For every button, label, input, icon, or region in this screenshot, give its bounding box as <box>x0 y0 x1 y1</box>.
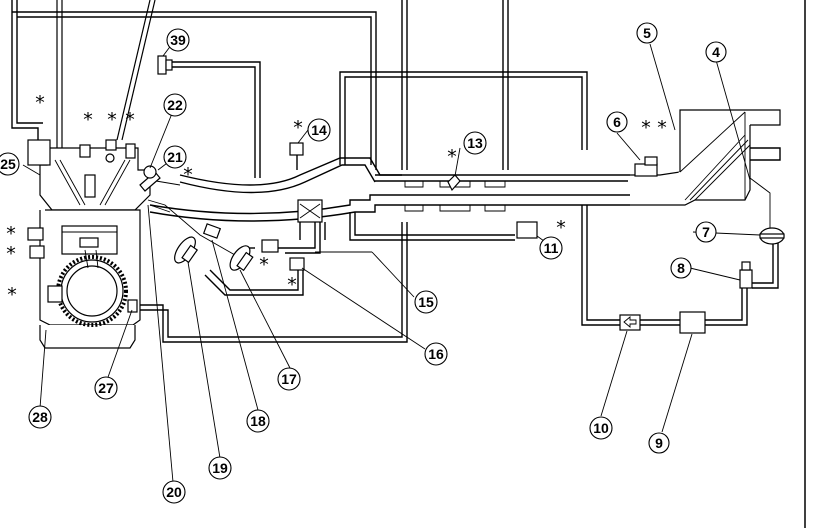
svg-text:5: 5 <box>643 25 651 41</box>
asterisk-mark: * <box>556 217 566 239</box>
callout-28: 28 <box>28 405 52 429</box>
svg-text:13: 13 <box>467 135 483 151</box>
asterisk-mark: * <box>641 117 651 139</box>
asterisk-mark: * <box>183 164 193 186</box>
svg-text:10: 10 <box>593 420 609 436</box>
svg-text:27: 27 <box>98 380 114 396</box>
asterisk-mark: * <box>259 254 269 276</box>
callout-7: 7 <box>695 221 717 243</box>
callout-21: 21 <box>163 145 187 169</box>
callout-39: 39 <box>166 28 190 52</box>
hose-lines <box>11 0 779 343</box>
asterisk-mark: * <box>657 117 667 139</box>
svg-text:9: 9 <box>655 435 663 451</box>
svg-text:39: 39 <box>170 32 186 48</box>
callout-19: 19 <box>208 456 232 480</box>
svg-text:6: 6 <box>613 114 621 130</box>
callout-20: 20 <box>162 480 186 504</box>
components <box>139 55 785 334</box>
callout-4: 4 <box>705 41 727 63</box>
engine-block <box>27 139 151 349</box>
svg-text:25: 25 <box>0 156 16 172</box>
svg-text:28: 28 <box>32 409 48 425</box>
asterisk-mark: * <box>447 146 457 168</box>
callout-16: 16 <box>424 342 448 366</box>
callout-22: 22 <box>163 93 187 117</box>
callout-17: 17 <box>277 367 301 391</box>
svg-text:20: 20 <box>166 484 182 500</box>
callout-25: 25 <box>0 152 20 176</box>
asterisk-mark: * <box>293 117 303 139</box>
asterisk-mark: * <box>83 109 93 131</box>
callout-27: 27 <box>94 376 118 400</box>
callout-11: 11 <box>539 236 563 260</box>
callout-13: 13 <box>463 131 487 155</box>
asterisk-mark: * <box>35 92 45 114</box>
svg-text:11: 11 <box>544 240 559 256</box>
svg-text:15: 15 <box>418 294 434 310</box>
asterisk-mark: * <box>7 284 17 306</box>
asterisk-mark: * <box>287 274 297 296</box>
svg-text:17: 17 <box>281 371 297 387</box>
callout-5: 5 <box>636 22 658 44</box>
callout-15: 15 <box>414 290 438 314</box>
air-cleaner <box>630 109 781 206</box>
callout-18: 18 <box>246 409 270 433</box>
svg-text:16: 16 <box>428 346 444 362</box>
callout-8: 8 <box>670 257 692 279</box>
svg-text:7: 7 <box>702 224 710 240</box>
svg-text:18: 18 <box>250 413 266 429</box>
svg-text:14: 14 <box>311 122 327 138</box>
asterisk-markers: * * * * * * * * * * * * * * * <box>6 92 667 306</box>
callout-14: 14 <box>307 118 331 142</box>
callout-10: 10 <box>589 416 613 440</box>
svg-text:4: 4 <box>712 44 720 60</box>
svg-text:8: 8 <box>677 260 685 276</box>
asterisk-mark: * <box>107 109 117 131</box>
svg-text:22: 22 <box>167 97 183 113</box>
callout-6: 6 <box>606 111 628 133</box>
leader-lines <box>22 39 761 483</box>
asterisk-mark: * <box>125 109 135 131</box>
asterisk-mark: * <box>6 243 16 265</box>
svg-text:21: 21 <box>167 149 183 165</box>
callout-9: 9 <box>648 432 670 454</box>
asterisk-mark: * <box>6 223 16 245</box>
svg-text:19: 19 <box>212 460 228 476</box>
part-callouts: 4 5 6 7 8 9 10 11 13 14 15 16 17 18 19 2… <box>0 22 727 504</box>
